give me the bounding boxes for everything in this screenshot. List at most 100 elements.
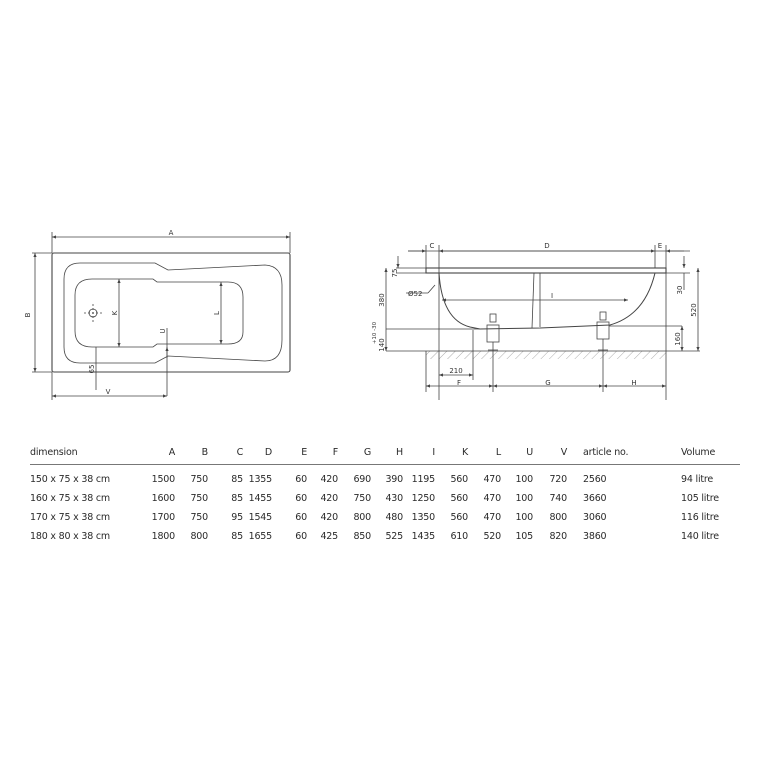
label-C: C: [430, 242, 435, 250]
label-V: V: [106, 388, 111, 396]
table-cell: 85: [231, 474, 243, 485]
table-cell: 750: [190, 474, 208, 485]
table-cell: 3660: [583, 493, 607, 504]
table-cell: 560: [450, 512, 468, 523]
table-cell: 1800: [151, 531, 176, 542]
label-K: K: [111, 310, 119, 315]
table-cell: 720: [549, 474, 567, 485]
label-H: H: [631, 379, 636, 387]
foot-left: [486, 313, 500, 351]
table-cell: 1500: [151, 474, 176, 485]
label-160: 160: [674, 332, 682, 345]
table-cell: 420: [320, 493, 338, 504]
table-cell: 100: [515, 474, 533, 485]
column-header: A: [168, 447, 176, 458]
table-cell: 105: [515, 531, 533, 542]
foot-right: [596, 311, 610, 351]
basin-contour: [63, 262, 283, 364]
top-view: [32, 232, 291, 400]
table-cell: 1355: [248, 474, 273, 485]
table-cell: 560: [450, 474, 468, 485]
table-cell: 750: [353, 493, 371, 504]
table-cell: 1195: [411, 474, 436, 485]
table-cell: 430: [385, 493, 403, 504]
table-cell: 470: [483, 474, 501, 485]
table-cell: 100: [515, 512, 533, 523]
top-view-labels: A B K L U V 65: [24, 229, 221, 396]
label-520: 520: [690, 303, 698, 316]
column-header: V: [560, 447, 568, 458]
side-view: [384, 245, 700, 400]
table-cell: 520: [483, 531, 501, 542]
table-cell: 1655: [248, 531, 273, 542]
side-view-labels: C D E I F G H 210 75 380 Ø52 140 +10 -30…: [372, 242, 698, 387]
table-cell: 690: [353, 474, 371, 485]
table-cell: 1435: [411, 531, 436, 542]
table-cell: 740: [549, 493, 567, 504]
table-cell: 800: [190, 531, 208, 542]
column-header: D: [264, 447, 272, 458]
technical-drawing: A B K L U V 65: [24, 229, 700, 400]
table-cell: 420: [320, 474, 338, 485]
label-D: D: [544, 242, 549, 250]
column-header: C: [236, 447, 244, 458]
table-cell: 525: [385, 531, 403, 542]
column-header: F: [332, 447, 338, 458]
label-L: L: [213, 311, 221, 315]
table-cell: 850: [353, 531, 371, 542]
column-header: E: [301, 447, 307, 458]
table-cell: 1455: [248, 493, 273, 504]
floor-hatch: [426, 351, 666, 359]
table-cell: 820: [549, 531, 567, 542]
table-cell: 750: [190, 493, 208, 504]
table-cell: 180 x 80 x 38 cm: [30, 531, 110, 542]
table-cell: 116 litre: [681, 512, 719, 523]
column-header: I: [432, 447, 435, 458]
table-cell: 560: [450, 493, 468, 504]
column-header: H: [396, 447, 403, 458]
table-cell: 800: [353, 512, 371, 523]
label-A: A: [169, 229, 174, 237]
label-65: 65: [88, 365, 96, 374]
table-cell: 470: [483, 512, 501, 523]
table-cell: 1250: [411, 493, 436, 504]
column-header: article no.: [583, 447, 629, 458]
column-header: K: [461, 447, 468, 458]
table-cell: 105 litre: [681, 493, 719, 504]
label-diameter-52: Ø52: [408, 290, 422, 298]
label-B: B: [24, 312, 32, 317]
basin-floor: [74, 278, 244, 348]
table-cell: 60: [295, 474, 307, 485]
table-cell: 160 x 75 x 38 cm: [30, 493, 110, 504]
table-header-divider: [30, 464, 740, 465]
table-cell: 470: [483, 493, 501, 504]
label-tolerance: +10 -30: [372, 321, 378, 344]
table-cell: 800: [549, 512, 567, 523]
table-cell: 2560: [583, 474, 607, 485]
column-header: G: [363, 447, 371, 458]
tub-outline: [51, 252, 291, 373]
table-cell: 1700: [151, 512, 176, 523]
table-cell: 170 x 75 x 38 cm: [30, 512, 110, 523]
table-cell: 425: [320, 531, 338, 542]
table-cell: 150 x 75 x 38 cm: [30, 474, 110, 485]
tub-bowl: [438, 272, 656, 330]
table-cell: 60: [295, 531, 307, 542]
table-cell: 1545: [248, 512, 273, 523]
table-cell: 140 litre: [681, 531, 719, 542]
label-30: 30: [676, 286, 684, 295]
table-cell: 85: [231, 493, 243, 504]
table-cell: 480: [385, 512, 403, 523]
label-380: 380: [378, 293, 386, 306]
table-cell: 390: [385, 474, 403, 485]
column-header: dimension: [30, 447, 78, 458]
table-cell: 610: [450, 531, 468, 542]
table-cell: 95: [231, 512, 243, 523]
column-header: B: [201, 447, 209, 458]
table-cell: 3860: [583, 531, 607, 542]
label-G: G: [545, 379, 550, 387]
table-cell: 3060: [583, 512, 607, 523]
table-cell: 420: [320, 512, 338, 523]
table-cell: 100: [515, 493, 533, 504]
label-F: F: [457, 379, 461, 387]
